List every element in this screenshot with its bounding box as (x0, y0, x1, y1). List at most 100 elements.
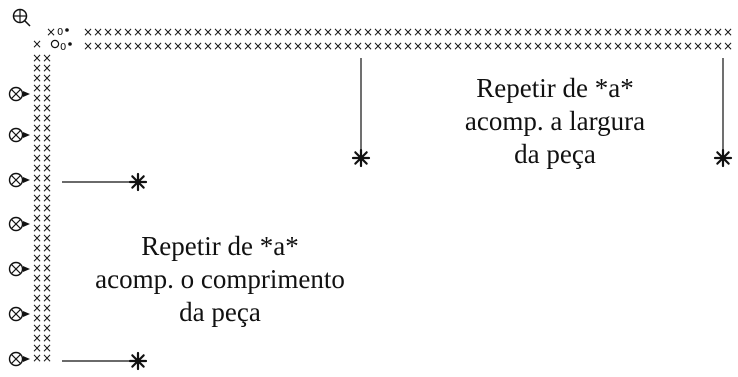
single-crochet-stitch: × (713, 25, 723, 39)
single-crochet-stitch: × (42, 201, 52, 215)
single-crochet-stitch: × (333, 25, 343, 39)
single-crochet-stitch: × (32, 301, 42, 315)
single-crochet-stitch: × (453, 39, 463, 53)
single-crochet-stitch: × (583, 39, 593, 53)
single-crochet-stitch: × (603, 25, 613, 39)
single-crochet-stitch: × (513, 39, 523, 53)
single-crochet-stitch: × (42, 71, 52, 85)
single-crochet-stitch: × (243, 39, 253, 53)
single-crochet-stitch: × (403, 25, 413, 39)
single-crochet-stitch: × (42, 181, 52, 195)
single-crochet-stitch: × (383, 39, 393, 53)
single-crochet-stitch: × (32, 141, 42, 155)
single-crochet-stitch: × (263, 25, 273, 39)
single-crochet-stitch: × (583, 25, 593, 39)
single-crochet-stitch: × (363, 39, 373, 53)
single-crochet-stitch: × (32, 71, 42, 85)
single-crochet-stitch: × (32, 131, 42, 145)
single-crochet-stitch: × (32, 61, 42, 75)
single-crochet-stitch: × (593, 25, 603, 39)
single-crochet-stitch: × (163, 39, 173, 53)
single-crochet-stitch: × (42, 331, 52, 345)
single-crochet-stitch: × (553, 39, 563, 53)
stitch-grid: ××××××××××××××××××××××××××××××××××××××××… (8, 8, 733, 367)
single-crochet-stitch: × (293, 39, 303, 53)
start-ring-icon (12, 8, 31, 27)
single-crochet-stitch: × (42, 231, 52, 245)
single-crochet-stitch: × (643, 39, 653, 53)
single-crochet-stitch: × (93, 25, 103, 39)
single-crochet-stitch: × (683, 39, 693, 53)
single-crochet-stitch: × (32, 221, 42, 235)
single-crochet-stitch: × (193, 25, 203, 39)
width-caption-line-3: da peça (514, 139, 596, 169)
single-crochet-stitch: × (253, 39, 263, 53)
single-crochet-stitch: × (693, 39, 703, 53)
single-crochet-stitch: × (343, 39, 353, 53)
single-crochet-stitch: × (443, 25, 453, 39)
single-crochet-stitch: × (42, 221, 52, 235)
single-crochet-stitch: × (433, 39, 443, 53)
width-caption-line-2: acomp. a largura (464, 106, 646, 136)
single-crochet-stitch: × (523, 25, 533, 39)
single-crochet-stitch: × (42, 321, 52, 335)
single-crochet-stitch: × (483, 25, 493, 39)
single-crochet-stitch: × (473, 39, 483, 53)
single-crochet-stitch: × (223, 39, 233, 53)
single-crochet-stitch: × (603, 39, 613, 53)
single-crochet-stitch: × (533, 25, 543, 39)
single-crochet-stitch: × (303, 25, 313, 39)
single-crochet-stitch: × (473, 25, 483, 39)
single-crochet-stitch: × (32, 101, 42, 115)
single-crochet-stitch: × (32, 211, 42, 225)
single-crochet-stitch: × (183, 25, 193, 39)
single-crochet-stitch: × (553, 25, 563, 39)
single-crochet-stitch: × (83, 39, 93, 53)
single-crochet-stitch: × (113, 25, 123, 39)
circle-x-icon (8, 306, 30, 322)
single-crochet-stitch: × (173, 39, 183, 53)
single-crochet-stitch: × (183, 39, 193, 53)
repeat-markers (62, 58, 733, 371)
single-crochet-stitch: × (143, 25, 153, 39)
single-crochet-stitch: × (42, 311, 52, 325)
single-crochet-stitch: × (213, 25, 223, 39)
single-crochet-stitch: × (503, 39, 513, 53)
single-crochet-stitch: × (683, 25, 693, 39)
single-crochet-stitch: × (32, 111, 42, 125)
single-crochet-stitch: × (443, 39, 453, 53)
single-crochet-stitch: × (42, 151, 52, 165)
single-crochet-stitch: × (593, 39, 603, 53)
single-crochet-stitch: × (42, 211, 52, 225)
single-crochet-stitch: × (32, 321, 42, 335)
single-crochet-stitch: × (713, 39, 723, 53)
single-crochet-stitch: × (42, 191, 52, 205)
single-crochet-stitch: × (293, 25, 303, 39)
single-crochet-stitch: × (32, 151, 42, 165)
single-crochet-stitch: × (653, 39, 663, 53)
single-crochet-stitch: × (233, 25, 243, 39)
single-crochet-stitch: × (32, 261, 42, 275)
single-crochet-stitch: × (32, 37, 42, 51)
single-crochet-stitch: × (173, 25, 183, 39)
single-crochet-stitch: × (42, 351, 52, 365)
single-crochet-stitch: × (673, 39, 683, 53)
single-crochet-stitch: × (42, 171, 52, 185)
single-crochet-stitch: × (493, 25, 503, 39)
single-crochet-stitch: × (83, 25, 93, 39)
single-crochet-stitch: × (32, 331, 42, 345)
single-crochet-stitch: × (42, 281, 52, 295)
single-crochet-stitch: × (32, 171, 42, 185)
single-crochet-stitch: × (493, 39, 503, 53)
single-crochet-stitch: × (373, 39, 383, 53)
slip-stitch-dot (65, 28, 69, 32)
length-caption-line-3: da peça (179, 297, 261, 327)
single-crochet-stitch: × (433, 25, 443, 39)
single-crochet-stitch: × (213, 39, 223, 53)
single-crochet-stitch: × (153, 39, 163, 53)
single-crochet-stitch: × (283, 25, 293, 39)
single-crochet-stitch: × (363, 25, 373, 39)
single-crochet-stitch: × (283, 39, 293, 53)
asterisk-marker-icon (713, 148, 733, 168)
single-crochet-stitch: × (153, 25, 163, 39)
